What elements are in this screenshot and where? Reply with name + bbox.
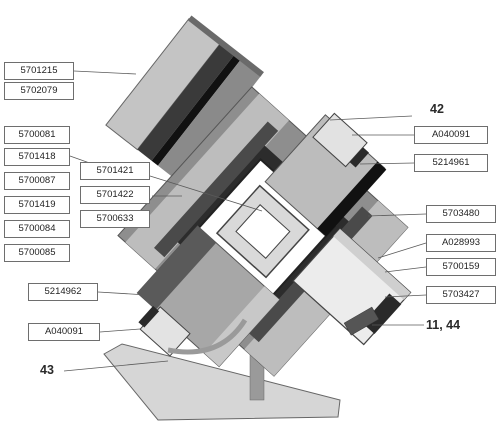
part-label-5700084: 5700084 [4,220,70,238]
part-label-A040091-bottom: A040091 [28,323,100,341]
right-lower-pump [292,228,412,346]
callout-11-44: 11, 44 [426,318,461,332]
upper-cylinder [105,15,264,182]
part-label-5701418: 5701418 [4,148,70,166]
part-label-5701422: 5701422 [80,186,150,204]
part-label-5703427: 5703427 [426,286,496,304]
part-label-5700159: 5700159 [426,258,496,276]
bottom-right-pipe [343,306,380,336]
part-label-A040091-top: A040091 [414,126,488,144]
part-label-5701421: 5701421 [80,162,150,180]
callout-43: 43 [40,363,54,377]
part-label-5701215: 5701215 [4,62,74,80]
callout-42: 42 [430,102,444,116]
lower-left-fitting [138,305,191,357]
hose [167,318,248,355]
part-label-5214962: 5214962 [28,283,98,301]
part-label-5700633: 5700633 [80,210,150,228]
part-label-5700087: 5700087 [4,172,70,190]
part-label-5700085: 5700085 [4,244,70,262]
part-label-5703480: 5703480 [426,205,496,223]
base-plate [103,343,341,421]
part-label-5702079: 5702079 [4,82,74,100]
top-right-fitting [312,112,369,168]
part-label-5214961: 5214961 [414,154,488,172]
part-label-A028993: A028993 [426,234,496,252]
part-label-5701419: 5701419 [4,196,70,214]
part-label-5700081: 5700081 [4,126,70,144]
